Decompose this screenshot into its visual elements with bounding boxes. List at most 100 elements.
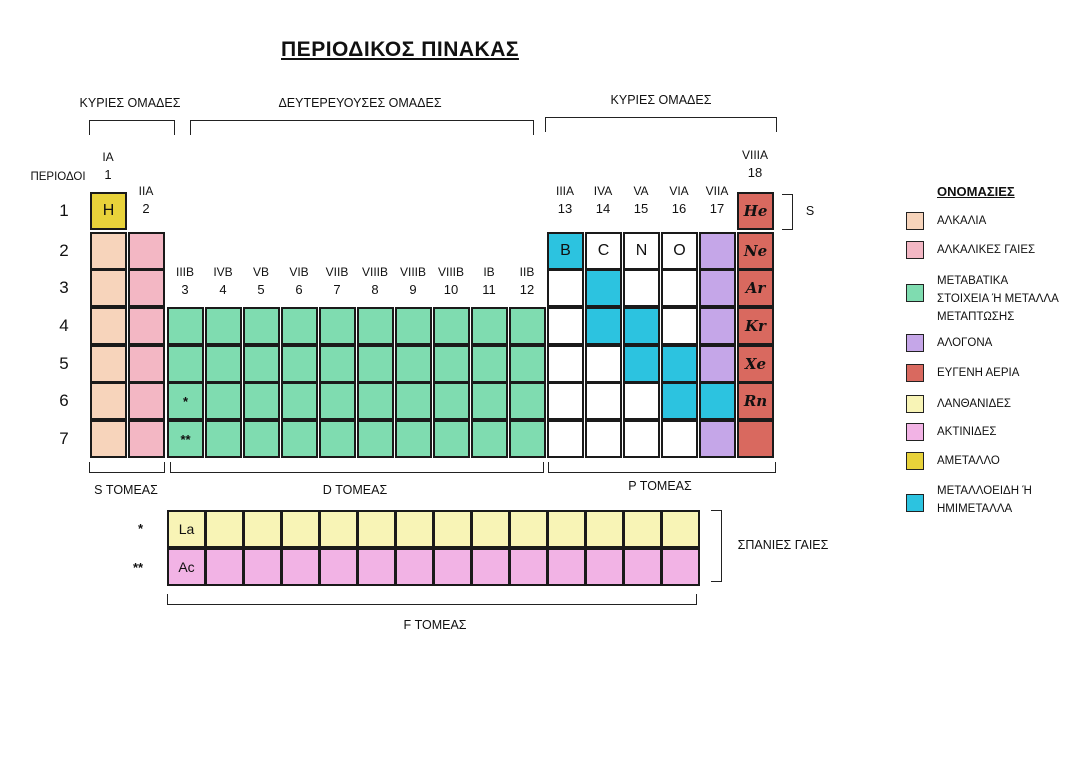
f-block-cell: [205, 510, 244, 548]
element-la: La: [167, 510, 206, 548]
bracket-main-left: [89, 120, 175, 135]
element-cell: [509, 307, 546, 345]
element-b: B: [547, 232, 584, 270]
p-block-label: P ΤΟΜΕΑΣ: [628, 479, 692, 493]
group-number: 3: [181, 282, 189, 297]
element-cell: [699, 307, 736, 345]
period-number: 5: [59, 354, 69, 373]
d-block-label: D ΤΟΜΕΑΣ: [322, 483, 388, 497]
element-cell: [90, 420, 127, 458]
legend-label-line: ΗΜΙΜΕΤΑΛΛΑ: [937, 503, 1013, 515]
element-h: H: [90, 192, 127, 230]
group-number: 15: [633, 201, 649, 216]
element-cell: [281, 307, 318, 345]
page-title: ΠΕΡΙΟΔΙΚΟΣ ΠΙΝΑΚΑΣ: [281, 38, 519, 61]
legend-swatch: [906, 212, 924, 230]
legend-label: ΛΑΝΘΑΝΙΔΕΣ: [937, 398, 1012, 410]
element-cell: [699, 345, 736, 383]
group-roman: VIB: [289, 265, 309, 279]
f-block-cell: [319, 548, 358, 586]
legend-title: ΟΝΟΜΑΣΙΕΣ: [937, 184, 1015, 199]
bracket-secondary: [190, 120, 534, 135]
group-number: 2: [142, 201, 150, 216]
element-cell: [395, 382, 432, 420]
bracket-rare-earths: [711, 510, 722, 582]
element-cell: [547, 345, 584, 383]
f-block-cell: [319, 510, 358, 548]
group-number: 16: [671, 201, 687, 216]
legend-label: ΑΚΤΙΝΙΔΕΣ: [937, 426, 997, 438]
legend-label-line: ΜΕΤΑΛΛΟΕΙΔΗ Ή: [937, 485, 1032, 497]
element-cell: [661, 307, 698, 345]
element-cell: [128, 307, 165, 345]
group-number: 17: [709, 201, 725, 216]
periods-header: ΠΕΡΙΟΔΟΙ: [30, 171, 86, 183]
f-block-cell: [471, 548, 510, 586]
f-block-cell: [547, 548, 586, 586]
element-cell: [661, 420, 698, 458]
element-cell: [737, 420, 774, 458]
element-cell: [585, 420, 622, 458]
period-number: 1: [59, 201, 69, 220]
group-roman: IIA: [138, 184, 154, 198]
element-cell: [395, 420, 432, 458]
legend-swatch: [906, 364, 924, 382]
f-block-cell: [395, 510, 434, 548]
element-c: C: [585, 232, 622, 270]
element-cell: [90, 382, 127, 420]
period-number: 2: [59, 241, 69, 260]
f-block-cell: [357, 510, 396, 548]
f-block-cell: [509, 548, 548, 586]
element-rn: Rn: [737, 382, 774, 420]
element-cell: [90, 232, 127, 270]
element-cell: [357, 307, 394, 345]
element-cell: [90, 307, 127, 345]
f-block-cell: [471, 510, 510, 548]
element-he: He: [737, 192, 774, 230]
f-block-cell: [509, 510, 548, 548]
group-number: 4: [219, 282, 227, 297]
element-ne: Ne: [737, 232, 774, 270]
legend-label-line: ΜΕΤΑΒΑΤΙΚΑ: [937, 275, 1009, 287]
f-block-cell: [433, 548, 472, 586]
s-block-label: S ΤΟΜΕΑΣ: [94, 483, 158, 497]
element-cell: [319, 420, 356, 458]
element-cell: [205, 345, 242, 383]
element-cell: [167, 345, 204, 383]
group-roman: IIIA: [555, 184, 574, 198]
element-cell: [243, 420, 280, 458]
f-block-cell: [623, 548, 662, 586]
element-xe: Xe: [737, 345, 774, 383]
f-block-cell: [661, 548, 700, 586]
element-cell: [699, 382, 736, 420]
group-roman: IVB: [213, 265, 233, 279]
group-number: 8: [371, 282, 379, 297]
element-cell: [357, 345, 394, 383]
element-cell: [509, 382, 546, 420]
group-number: 1: [104, 167, 112, 182]
group-header: IVB 4: [203, 263, 243, 299]
f-block-cell: [433, 510, 472, 548]
element-ac: Ac: [167, 548, 206, 586]
element-cell: [243, 345, 280, 383]
element-cell: [433, 420, 470, 458]
legend-label: ΕΥΓΕΝΗ ΑΕΡΙΑ: [937, 367, 1020, 379]
bracket-f-block: [167, 594, 697, 605]
lanthanide-marker: *: [138, 521, 144, 536]
group-number: 10: [443, 282, 459, 297]
group-roman: VIIA: [705, 184, 729, 198]
element-cell: [433, 307, 470, 345]
element-cell: [547, 307, 584, 345]
group-number: 7: [333, 282, 341, 297]
element-cell: [699, 232, 736, 270]
element-cell: [433, 345, 470, 383]
legend-label: ΑΜΕΤΑΛΛΟ: [937, 455, 1000, 467]
